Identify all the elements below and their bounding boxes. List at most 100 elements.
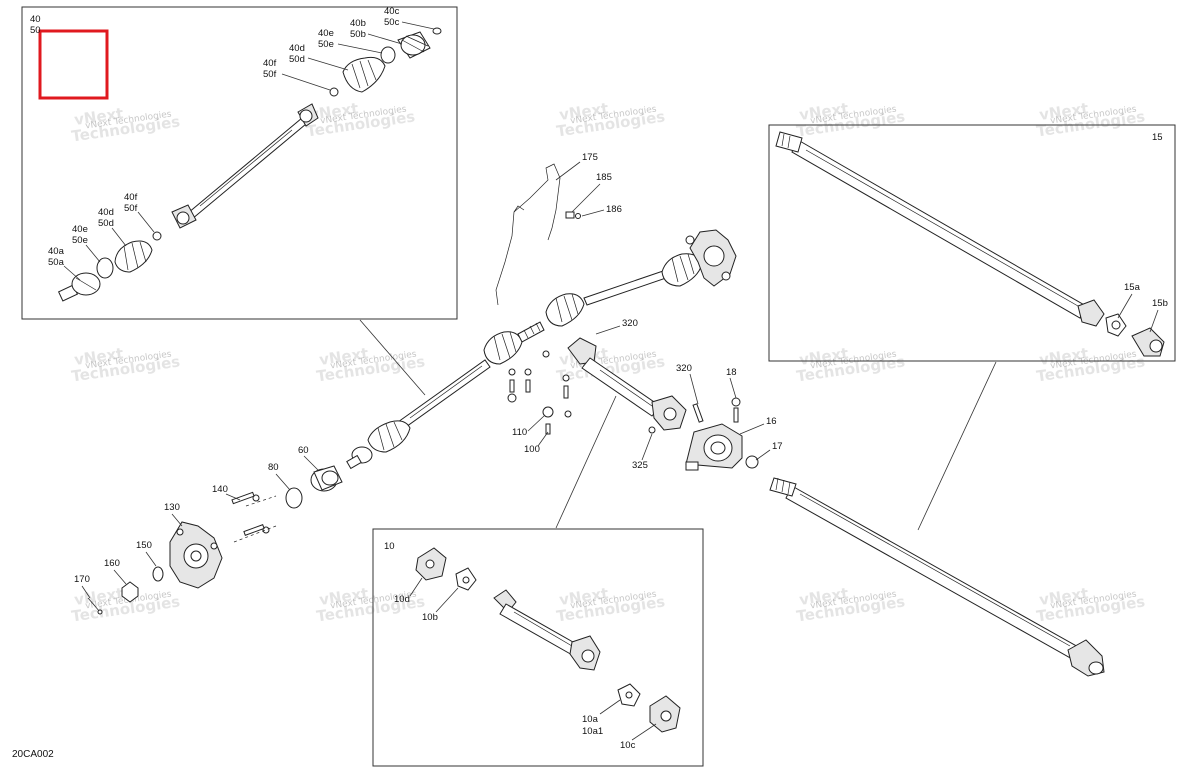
- yoke-10d[interactable]: [415, 547, 447, 581]
- fastener-group-100-110[interactable]: [507, 350, 572, 435]
- detail-leader-15: [917, 361, 997, 531]
- callout-130[interactable]: 130: [164, 502, 180, 513]
- callout-40d-bottom[interactable]: 40d: [98, 207, 114, 218]
- axle-shaft-40[interactable]: [171, 103, 319, 229]
- front-drive-axle-assembly[interactable]: [346, 229, 737, 470]
- callout-18[interactable]: 18: [726, 367, 737, 378]
- yoke-10c[interactable]: [649, 695, 681, 733]
- clamp-ring-bottom[interactable]: [96, 257, 114, 279]
- bolts-140[interactable]: [231, 491, 277, 543]
- callout-10a[interactable]: 10a: [582, 714, 599, 725]
- detail-frame: [21, 6, 458, 320]
- shaft-15-detail[interactable]: [775, 131, 1105, 327]
- callout-40f-bottom[interactable]: 40f: [124, 192, 138, 203]
- callout-80[interactable]: 80: [268, 462, 279, 473]
- cv-joint-outer-bottom[interactable]: [57, 272, 101, 302]
- callout-60[interactable]: 60: [298, 445, 309, 456]
- callout-16[interactable]: 16: [766, 416, 777, 427]
- u-joint-cross-15a[interactable]: [1105, 313, 1127, 337]
- watermark: vNext Technologies vNext Technologies: [1035, 584, 1146, 625]
- detail-box-shaft-10: 10 10d 10b 10a 10a1 10c: [372, 528, 704, 767]
- callout-10[interactable]: 10: [384, 541, 395, 552]
- watermark: vNext Technologies vNext Technologies: [795, 584, 906, 625]
- u-joint-cross-10a[interactable]: [617, 683, 641, 707]
- callout-10d[interactable]: 10d: [394, 594, 410, 605]
- boot-top[interactable]: [342, 56, 386, 93]
- callout-10b[interactable]: 10b: [422, 612, 438, 623]
- callout-110[interactable]: 110: [512, 427, 527, 438]
- shaft-10-detail[interactable]: [493, 589, 601, 671]
- callout-40f-top[interactable]: 40f: [263, 58, 277, 69]
- o-ring-17[interactable]: [745, 455, 759, 469]
- knuckle-hub-130[interactable]: [169, 521, 223, 589]
- callout-186[interactable]: 186: [606, 204, 622, 215]
- callout-175[interactable]: 175: [582, 152, 598, 163]
- bolts-18[interactable]: [692, 397, 741, 423]
- clamp-small-bottom[interactable]: [152, 231, 162, 241]
- callout-10a1[interactable]: 10a1: [582, 726, 603, 737]
- yoke-15b[interactable]: [1131, 327, 1165, 357]
- carrier-bearing-16[interactable]: [685, 423, 743, 471]
- washer-150[interactable]: [152, 566, 164, 582]
- circlip-80[interactable]: [285, 487, 303, 509]
- callout-185[interactable]: 185: [596, 172, 612, 183]
- wheel-bearing-60[interactable]: [310, 465, 343, 492]
- callout-15a[interactable]: 15a: [1124, 282, 1141, 293]
- callout-50f-bottom[interactable]: 50f: [124, 203, 138, 214]
- callout-40[interactable]: 40: [30, 14, 41, 25]
- clamp-small-top[interactable]: [329, 87, 339, 97]
- callout-50d-top[interactable]: 50d: [289, 54, 305, 65]
- callout-40a[interactable]: 40a: [48, 246, 65, 257]
- callout-40e-bottom[interactable]: 40e: [72, 224, 88, 235]
- callout-50f-top[interactable]: 50f: [263, 69, 277, 80]
- callout-50[interactable]: 50: [30, 25, 41, 36]
- callout-50e-top[interactable]: 50e: [318, 39, 334, 50]
- callout-17[interactable]: 17: [772, 441, 783, 452]
- callout-40d-top[interactable]: 40d: [289, 43, 305, 54]
- cotter-pin-170[interactable]: [87, 597, 103, 615]
- callout-50e-bottom[interactable]: 50e: [72, 235, 88, 246]
- callout-140[interactable]: 140: [212, 484, 228, 495]
- callout-325[interactable]: 325: [632, 460, 648, 471]
- watermark: vNext Technologies vNext Technologies: [305, 99, 416, 140]
- rear-prop-shaft-15[interactable]: [769, 477, 1105, 677]
- watermark: vNext Technologies vNext Technologies: [70, 104, 181, 145]
- watermark: vNext Technologies vNext Technologies: [1035, 99, 1146, 140]
- callout-50b[interactable]: 50b: [350, 29, 366, 40]
- callout-100[interactable]: 100: [524, 444, 540, 455]
- callout-50d-bottom[interactable]: 50d: [98, 218, 114, 229]
- watermark: vNext Technologies vNext Technologies: [70, 344, 181, 385]
- callout-160[interactable]: 160: [104, 558, 120, 569]
- nut-160[interactable]: [121, 581, 139, 603]
- clamp-ring-top[interactable]: [380, 46, 396, 64]
- watermark: vNext Technologies vNext Technologies: [315, 344, 426, 385]
- vent-hose-175[interactable]: [495, 163, 581, 306]
- callout-320-top[interactable]: 320: [622, 318, 638, 329]
- watermark: vNext Technologies vNext Technologies: [555, 99, 666, 140]
- detail-frame: [372, 528, 704, 767]
- detail-leader-10: [555, 395, 617, 529]
- detail-frame: [768, 124, 1176, 362]
- detail-leader-40: [359, 319, 426, 396]
- detail-box-shaft-15: 15 15a 15b: [768, 124, 1176, 362]
- watermark: vNext Technologies vNext Technologies: [795, 99, 906, 140]
- callout-320-side[interactable]: 320: [676, 363, 692, 374]
- prop-shaft-10[interactable]: [567, 337, 687, 434]
- callout-40b[interactable]: 40b: [350, 18, 366, 29]
- callout-170[interactable]: 170: [74, 574, 90, 585]
- callout-150[interactable]: 150: [136, 540, 152, 551]
- cv-joint-outer-top[interactable]: [397, 27, 442, 59]
- callout-15[interactable]: 15: [1152, 132, 1163, 143]
- callout-10c[interactable]: 10c: [620, 740, 636, 751]
- u-joint-cross-10b[interactable]: [455, 567, 477, 591]
- watermark: vNext Technologies vNext Technologies: [555, 584, 666, 625]
- callout-40e-top[interactable]: 40e: [318, 28, 334, 39]
- diagram-code: 20CA002: [12, 749, 54, 760]
- highlight-selection-box[interactable]: [38, 29, 109, 100]
- callout-40c[interactable]: 40c: [384, 6, 400, 17]
- boot-bottom[interactable]: [114, 240, 153, 273]
- callout-50a[interactable]: 50a: [48, 257, 65, 268]
- callout-50c[interactable]: 50c: [384, 17, 400, 28]
- callout-15b[interactable]: 15b: [1152, 298, 1168, 309]
